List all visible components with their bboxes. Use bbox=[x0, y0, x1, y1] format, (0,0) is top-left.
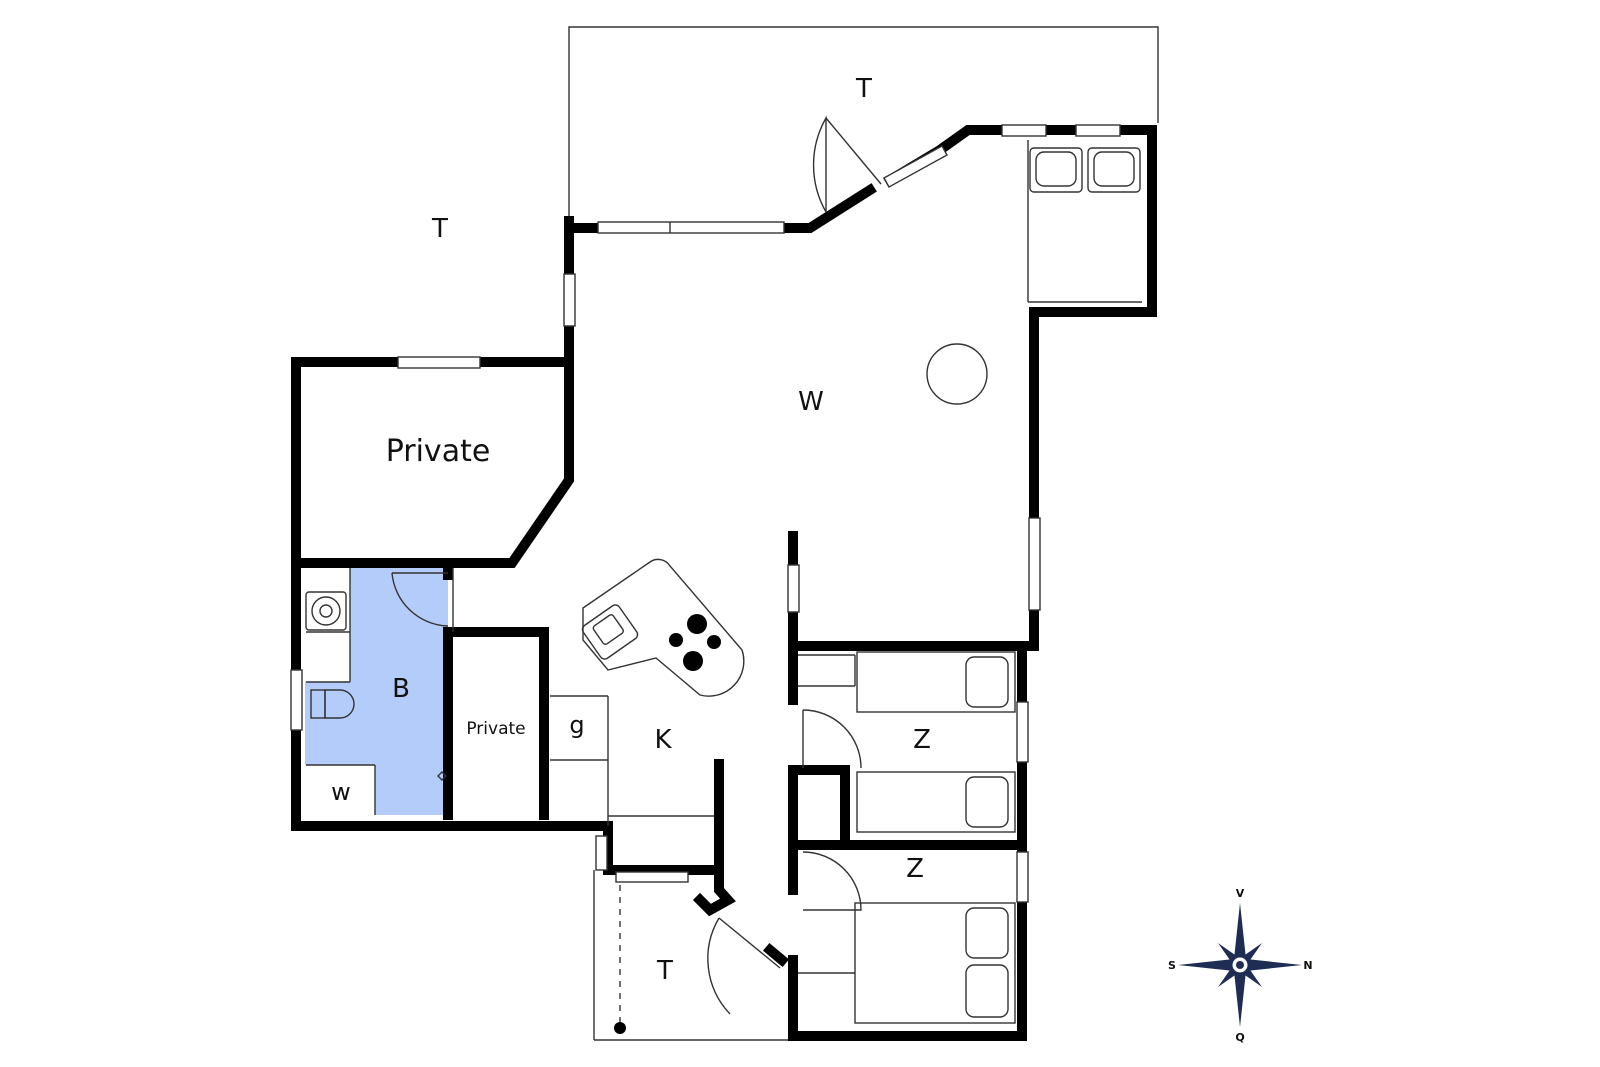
label-private-small: Private bbox=[466, 719, 525, 739]
bathroom-floor bbox=[305, 568, 448, 815]
interior-lines bbox=[306, 140, 1142, 974]
round-table bbox=[926, 343, 988, 405]
label-private-large: Private bbox=[386, 434, 491, 469]
bed-bedroom-2 bbox=[854, 902, 1016, 1024]
label-terrace-north: T bbox=[855, 74, 872, 104]
label-living: W bbox=[798, 387, 824, 417]
kitchen-counter bbox=[581, 558, 745, 697]
windows bbox=[290, 124, 1121, 903]
compass-east: N bbox=[1303, 959, 1312, 972]
label-bedroom-1: Z bbox=[913, 725, 931, 755]
compass-north: V bbox=[1236, 887, 1245, 900]
label-terrace-west: T bbox=[431, 214, 448, 244]
doors bbox=[391, 115, 882, 1015]
label-kitchen: K bbox=[654, 725, 672, 755]
label-washer: w bbox=[331, 778, 351, 806]
label-bathroom: B bbox=[392, 674, 410, 704]
bathroom-fixtures bbox=[305, 591, 447, 781]
compass-south: Q bbox=[1235, 1031, 1244, 1044]
compass-west: S bbox=[1168, 959, 1176, 972]
label-bedroom-2: Z bbox=[906, 854, 924, 884]
label-terrace-south: T bbox=[656, 956, 673, 986]
armchairs bbox=[1029, 147, 1141, 193]
label-storage: g bbox=[569, 711, 584, 739]
compass-rose bbox=[1178, 903, 1302, 1027]
terrace-post bbox=[614, 1022, 626, 1034]
stove-burners bbox=[669, 614, 721, 671]
terrace-outlines bbox=[568, 26, 1159, 1041]
beds-bedroom-1 bbox=[856, 651, 1016, 833]
